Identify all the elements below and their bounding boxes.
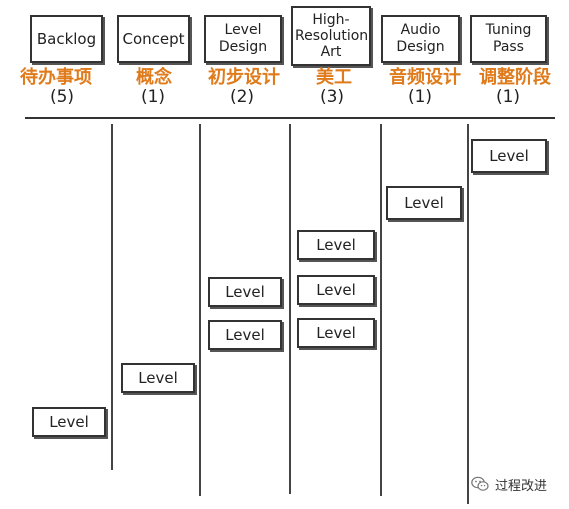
column-cn-label-level-design: 初步设计	[208, 67, 280, 88]
column-title: Backlog	[36, 29, 97, 48]
card-label: Level	[316, 324, 356, 342]
column-count-concept: (1)	[140, 87, 166, 107]
column-count-audio-design: (1)	[407, 87, 433, 107]
watermark: 过程改进	[471, 473, 547, 495]
card-label: Level	[404, 194, 444, 212]
level-card[interactable]: Level	[297, 230, 375, 260]
column-divider-4	[380, 124, 382, 496]
level-card[interactable]: Level	[471, 139, 547, 173]
column-title: Audio Design	[396, 22, 445, 55]
header-divider	[25, 117, 555, 119]
column-header-level-design: Level Design	[204, 15, 282, 63]
column-count-hi-res-art: (3)	[319, 87, 345, 107]
column-divider-3	[289, 124, 291, 494]
level-card[interactable]: Level	[208, 277, 282, 307]
level-card[interactable]: Level	[386, 186, 462, 220]
wechat-icon	[471, 476, 489, 492]
column-divider-2	[199, 124, 201, 496]
column-count-backlog: (5)	[49, 87, 75, 107]
column-cn-label-hi-res-art: 美工	[316, 67, 352, 88]
level-card[interactable]: Level	[297, 318, 375, 348]
card-label: Level	[225, 326, 265, 344]
card-label: Level	[316, 281, 356, 299]
column-divider-1	[111, 124, 113, 470]
card-label: Level	[316, 236, 356, 254]
column-title: Level Design	[218, 22, 268, 55]
column-cn-label-tuning-pass: 调整阶段	[479, 67, 551, 88]
level-card[interactable]: Level	[297, 275, 375, 305]
column-header-concept: Concept	[117, 15, 190, 63]
card-label: Level	[489, 147, 529, 165]
column-title: High- Resolution Art	[295, 12, 369, 60]
column-cn-label-backlog: 待办事项	[20, 67, 92, 88]
column-divider-5	[467, 124, 469, 504]
column-header-backlog: Backlog	[30, 15, 103, 63]
card-label: Level	[225, 283, 265, 301]
column-header-hi-res-art: High- Resolution Art	[291, 6, 371, 66]
column-title: Tuning Pass	[485, 22, 532, 55]
level-card[interactable]: Level	[208, 320, 282, 350]
level-card[interactable]: Level	[32, 407, 106, 437]
column-title: Concept	[122, 29, 185, 48]
level-card[interactable]: Level	[121, 363, 195, 393]
column-cn-label-concept: 概念	[136, 67, 172, 88]
card-label: Level	[49, 413, 89, 431]
watermark-text: 过程改进	[495, 478, 548, 494]
card-label: Level	[138, 369, 178, 387]
column-header-audio-design: Audio Design	[381, 15, 460, 63]
column-count-level-design: (2)	[229, 87, 255, 107]
column-header-tuning-pass: Tuning Pass	[470, 15, 547, 63]
column-count-tuning-pass: (1)	[495, 87, 521, 107]
column-cn-label-audio-design: 音频设计	[389, 67, 461, 88]
